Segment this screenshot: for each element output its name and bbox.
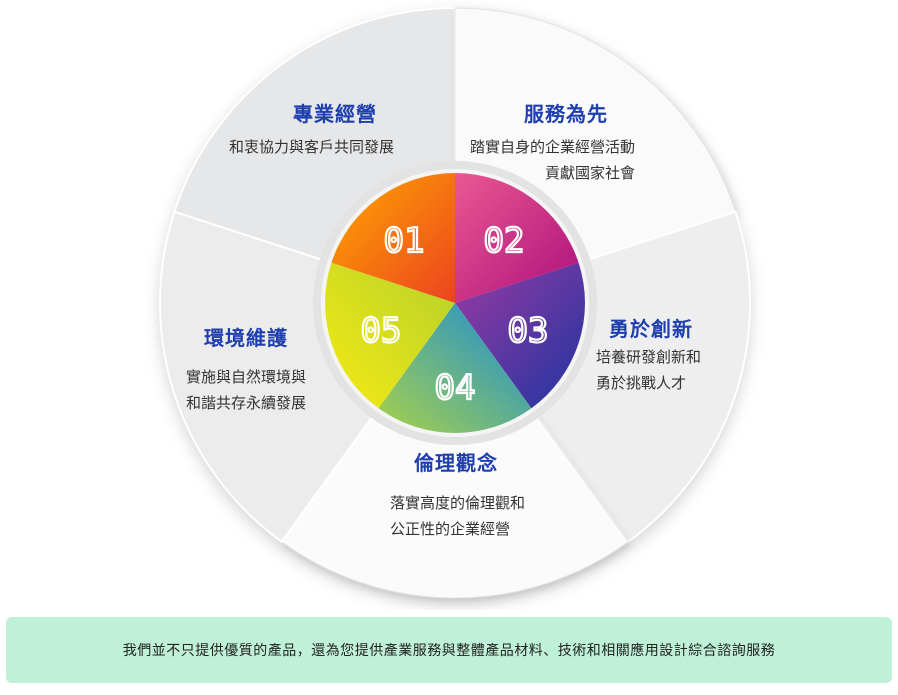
segment-number-05: 05 [361, 311, 402, 351]
outer-segment-04 [280, 302, 630, 599]
segment-desc-03-line-2: 勇於挑戰人才 [596, 374, 687, 392]
segment-title-02: 服務為先 [524, 102, 608, 126]
segment-desc-03: 培養研發創新和 勇於挑戰人才 [596, 344, 701, 396]
segment-title-05: 環境維護 [204, 326, 288, 350]
segment-number-02: 02 [484, 221, 525, 261]
values-diagram: 01 02 03 04 05 專業經營 和衷協力與客戶共同發展 服務為先 踏實自… [159, 6, 751, 599]
segment-number-03: 03 [508, 311, 549, 351]
segment-desc-04-line-1: 落實高度的倫理觀和 [390, 494, 526, 512]
segment-desc-05-line-2: 和諧共存永續發展 [186, 394, 307, 412]
footer-text: 我們並不只提供優質的產品，還為您提供產業服務與整體產品材料、技術和相關應用設計綜… [122, 643, 776, 659]
segment-title-03: 勇於創新 [609, 317, 693, 341]
inner-slice-01 [331, 173, 455, 303]
segment-desc-04: 落實高度的倫理觀和 公正性的企業經營 [390, 490, 525, 542]
segment-title-04: 倫理觀念 [414, 451, 498, 475]
segment-desc-04-line-2: 公正性的企業經營 [390, 520, 511, 538]
segment-desc-01-line-1: 和衷協力與客戶共同發展 [229, 138, 395, 156]
segment-desc-01: 和衷協力與客戶共同發展 [229, 134, 394, 160]
segment-desc-05-line-1: 實施與自然環境與 [186, 368, 307, 386]
segment-desc-03-line-1: 培養研發創新和 [596, 348, 702, 366]
inner-slice-04 [378, 303, 532, 434]
segment-number-04: 04 [435, 368, 476, 408]
segment-desc-02-line-1: 踏實自身的企業經營活動 [470, 138, 636, 156]
inner-slice-05 [325, 262, 455, 409]
segment-desc-02: 踏實自身的企業經營活動 貢獻國家社會 [470, 134, 635, 186]
inner-slice-02 [455, 173, 579, 303]
values-wheel: 01 02 03 04 05 [159, 6, 751, 599]
inner-slice-03 [455, 262, 585, 409]
footer-banner: 我們並不只提供優質的產品，還為您提供產業服務與整體產品材料、技術和相關應用設計綜… [6, 617, 892, 683]
segment-desc-05: 實施與自然環境與 和諧共存永續發展 [186, 364, 306, 416]
segment-number-01: 01 [384, 221, 425, 261]
segment-title-01: 專業經營 [293, 102, 377, 126]
segment-desc-02-line-2: 貢獻國家社會 [545, 164, 636, 182]
